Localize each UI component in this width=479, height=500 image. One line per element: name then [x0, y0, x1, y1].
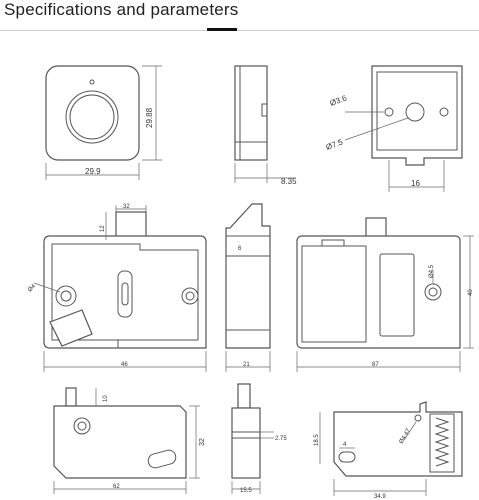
- dim-lock-side-small: 6: [238, 246, 242, 252]
- small-slot: [147, 449, 177, 469]
- lock-back-view: Ø4.5 40 87: [296, 217, 474, 372]
- lock-hole-left: [55, 285, 77, 307]
- lock-side-body: [225, 203, 271, 349]
- small-iso-view: 18.5 4 Ø4.47 34.9: [314, 401, 463, 500]
- small-side-body: [231, 407, 261, 479]
- dim-small-iso-slot: 4: [343, 442, 347, 448]
- back-shell: [371, 65, 463, 166]
- side-view: 8.35: [234, 65, 297, 186]
- back-hole-large: [405, 102, 425, 122]
- small-iso-hole: [414, 414, 422, 422]
- dim-small-width: 62: [113, 484, 120, 490]
- dim-lock-hole: Ø4: [27, 283, 37, 293]
- lock-front-view: 32 12 Ø4 46: [27, 204, 207, 372]
- small-iso-body: [333, 401, 463, 477]
- dim-small-iso-width: 34.9: [374, 494, 386, 500]
- dim-lock-side-depth: 21: [243, 362, 250, 368]
- dim-side-depth: 8.35: [281, 177, 297, 186]
- lock-back-tab: [365, 217, 387, 239]
- small-iso-spring: [434, 417, 450, 467]
- small-body: [53, 405, 187, 479]
- dim-front-width: 29.9: [85, 167, 101, 176]
- lock-slot: [117, 270, 133, 318]
- small-side-view: 2.75 15.5: [231, 383, 287, 494]
- dim-lock-tab-width: 32: [123, 204, 130, 210]
- lock-hole-right: [181, 287, 199, 305]
- front-view: 29.9 29.88: [45, 65, 162, 180]
- dim-small-side-width: 15.5: [240, 488, 252, 494]
- dim-front-height: 29.88: [145, 107, 154, 128]
- lock-side-view: 6 21: [225, 203, 271, 372]
- lock-latch: [49, 309, 93, 347]
- dim-lock-tab-height: 12: [100, 225, 106, 232]
- dim-back-hole-large: Ø7.5: [325, 137, 345, 152]
- page-title: Specifications and parameters: [4, 0, 239, 19]
- back-view: Ø3.6 Ø7.5 16: [325, 65, 463, 192]
- dim-lock-back-hole: Ø4.5: [429, 264, 435, 278]
- small-iso-slot: [338, 451, 356, 463]
- small-side-pin: [237, 383, 251, 409]
- sensor-ring: [65, 90, 119, 144]
- reader-body: [45, 65, 140, 161]
- lock-back-body: [296, 235, 461, 349]
- title-rule-accent: [207, 28, 237, 31]
- dim-small-pin: 10: [103, 395, 109, 402]
- dim-lock-back-height: 40: [468, 289, 474, 296]
- small-hole: [73, 417, 91, 435]
- indicator-led: [89, 79, 95, 85]
- small-front-view: 10 32 62: [53, 387, 206, 494]
- back-hole-small-left: [384, 107, 394, 117]
- dim-small-side-gap: 2.75: [275, 436, 287, 442]
- dim-lock-offset: 46: [121, 362, 128, 368]
- small-iso-spring-housing: [429, 413, 455, 473]
- dim-lock-back-width: 87: [372, 362, 379, 368]
- dim-small-height: 32: [199, 438, 206, 446]
- lock-tab: [115, 211, 147, 241]
- dim-back-hole-small: Ø3.6: [329, 93, 349, 108]
- dim-small-iso-height: 18.5: [314, 434, 320, 446]
- title-rule: [0, 30, 479, 31]
- dim-back-spacing: 16: [411, 179, 420, 188]
- sensor-inner: [69, 94, 115, 140]
- lock-back-window: [379, 253, 415, 337]
- small-pin: [65, 387, 77, 407]
- back-hole-small-right: [439, 107, 449, 117]
